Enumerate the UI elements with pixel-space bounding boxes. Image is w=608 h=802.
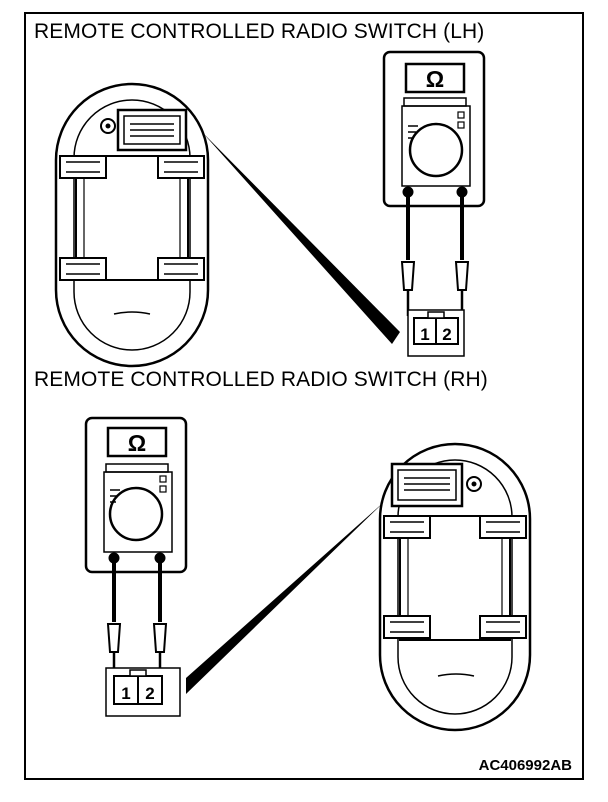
rh-terminal-2: 2 <box>145 684 154 703</box>
rh-connector-icon <box>105 667 181 717</box>
lh-probe-line <box>202 132 400 344</box>
rh-ohmmeter-icon <box>84 416 188 574</box>
rh-probe-line <box>186 502 384 694</box>
lh-ohmmeter-icon <box>382 50 486 208</box>
diagram-frame: REMOTE CONTROLLED RADIO SWITCH (LH) REMO… <box>24 12 584 780</box>
lh-terminal-1: 1 <box>420 325 429 344</box>
rh-meter-unit: Ω <box>128 430 146 456</box>
lh-terminal-2: 2 <box>442 325 451 344</box>
lh-switch-icon <box>54 82 210 368</box>
lh-connector-icon <box>407 309 465 357</box>
rh-terminal-1: 1 <box>121 684 130 703</box>
figure-code: AC406992AB <box>478 757 572 774</box>
lh-title: REMOTE CONTROLLED RADIO SWITCH (LH) <box>34 20 485 43</box>
rh-switch-icon <box>378 442 532 732</box>
rh-test-leads <box>106 562 168 676</box>
lh-test-leads <box>400 196 470 316</box>
lh-meter-unit: Ω <box>426 66 444 92</box>
rh-title: REMOTE CONTROLLED RADIO SWITCH (RH) <box>34 368 488 391</box>
diagram-canvas: Ω 1 2 <box>54 50 532 732</box>
